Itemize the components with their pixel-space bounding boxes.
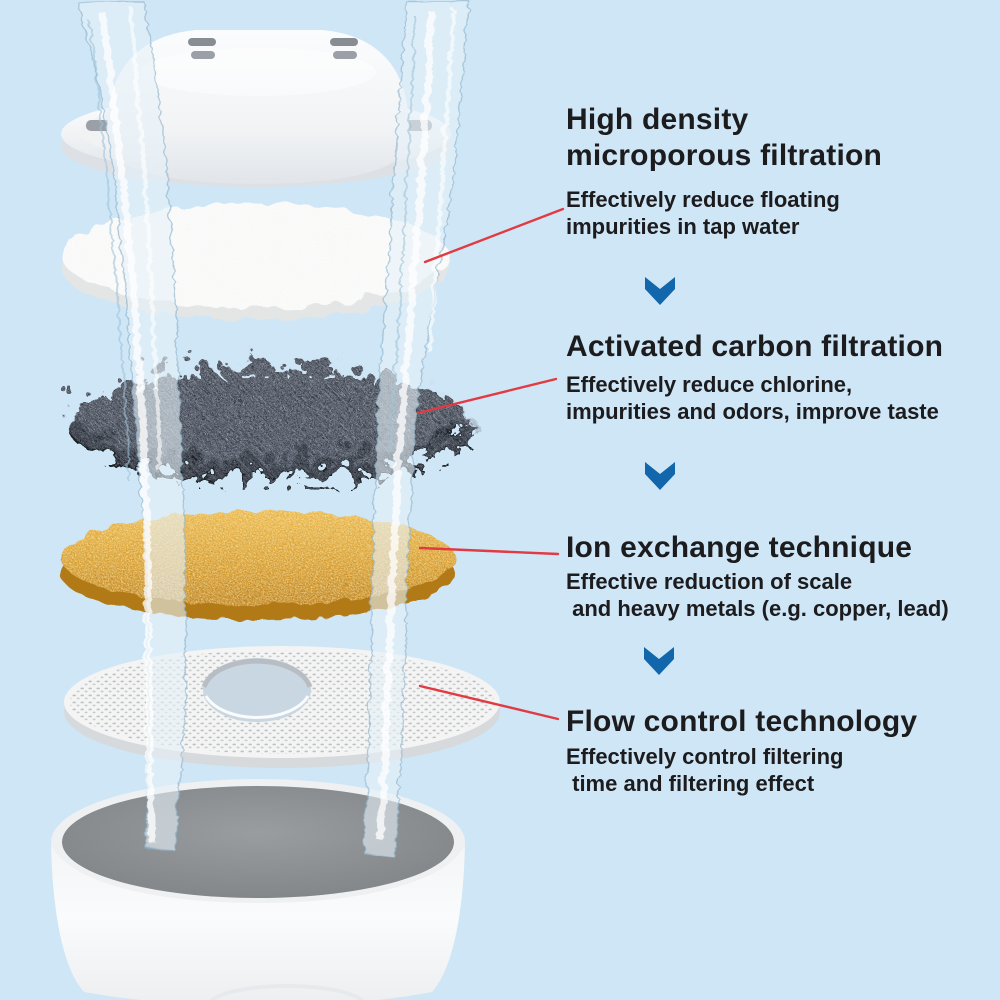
section-description: Effectively reduce chlorine, impurities … (566, 372, 939, 424)
section-description: Effectively control filtering time and f… (566, 744, 844, 796)
down-arrow-icon (645, 462, 675, 490)
lid-vent-slots (188, 38, 358, 59)
flow-disc-hole (203, 658, 311, 722)
section-description: Effectively reduce floating impurities i… (566, 187, 840, 239)
section-title: Activated carbon filtration (566, 330, 944, 363)
section-title: Ion exchange technique (566, 531, 913, 564)
flow-control-disc (64, 646, 500, 768)
section-title: Flow control technology (566, 705, 918, 738)
water-stream-left (75, 0, 185, 849)
section-title: High density microporous filtration (566, 103, 883, 172)
section-description: Effective reduction of scale and heavy m… (566, 569, 949, 621)
filter-housing-front (51, 845, 465, 1000)
down-arrow-icon (645, 277, 675, 305)
filter-stack-figure (51, 0, 500, 1000)
down-arrow-icon (644, 647, 674, 675)
